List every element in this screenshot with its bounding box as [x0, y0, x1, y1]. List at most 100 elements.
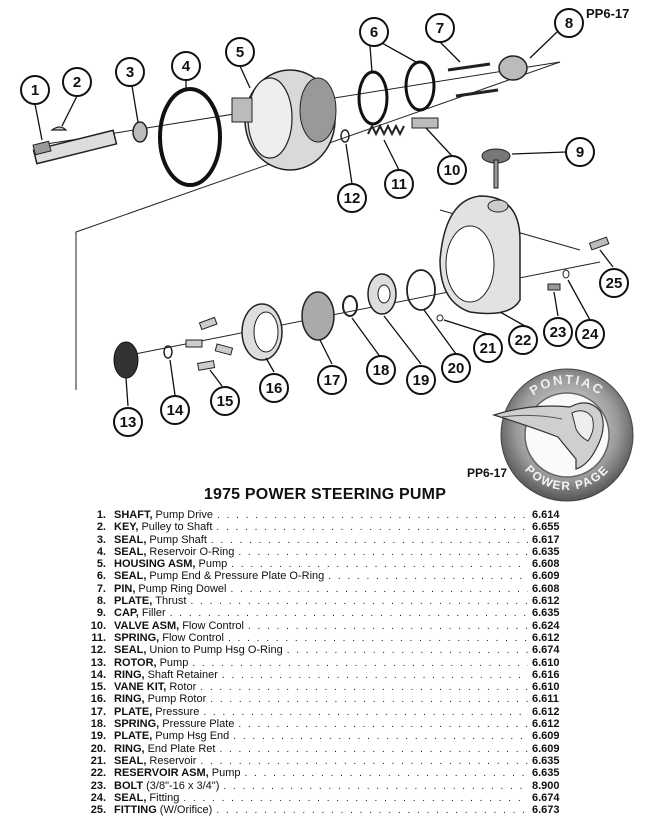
parts-list-row: 13.ROTOR,Pump6.610 — [86, 657, 576, 669]
leader-dots — [190, 596, 528, 608]
callout-label-15: 15 — [217, 393, 234, 410]
callout-label-3: 3 — [126, 64, 134, 81]
callout-2 — [62, 67, 92, 97]
part-20-ring — [406, 269, 436, 311]
part-description: Pressure — [155, 705, 200, 718]
part-12-oring — [340, 129, 350, 143]
part-8-thrust-plate — [498, 55, 528, 81]
part-group-number: 6.614 — [532, 509, 560, 521]
part-name: SPRING, — [114, 718, 160, 731]
part-group-number: 6.635 — [532, 754, 560, 767]
parts-list-row: 16.RING,Pump Rotor6.611 — [86, 693, 576, 705]
parts-list-row: 21.SEAL,Reservoir6.635 — [86, 755, 576, 767]
parts-list-row: 11.SPRING,Flow Control6.612 — [86, 632, 576, 644]
page-id-mid: PP6-17 — [467, 466, 508, 480]
leader-dots — [203, 707, 528, 719]
part-description: Reservoir O-Ring — [149, 545, 235, 558]
part-number: 2. — [96, 521, 106, 534]
part-name: CAP, — [114, 607, 139, 620]
part-group-number: 6.608 — [532, 582, 560, 595]
part-number: 8. — [96, 595, 106, 608]
part-number: 17. — [90, 705, 106, 718]
leader-dots — [233, 731, 528, 743]
leader-dots — [238, 547, 528, 559]
part-number: 18. — [90, 718, 106, 731]
part-name: RESERVOIR ASM, — [114, 767, 209, 780]
leader-dots — [217, 510, 528, 522]
part-description: Thrust — [155, 595, 187, 608]
callout-10 — [437, 155, 467, 185]
parts-list-row: 10.VALVE ASM,Flow Control6.624 — [86, 620, 576, 632]
parts-list-row: 6.SEAL,Pump End & Pressure Plate O-Ring6… — [86, 570, 576, 582]
callout-label-8: 8 — [565, 15, 573, 32]
callout-24 — [575, 319, 605, 349]
leader-dots — [200, 756, 528, 768]
leader-dots — [230, 584, 528, 596]
part-description: Pump — [211, 767, 241, 780]
leader-dots — [245, 768, 529, 780]
callout-label-25: 25 — [606, 275, 623, 292]
callout-label-19: 19 — [413, 372, 430, 389]
leader-dots — [287, 645, 528, 657]
leader-dots — [222, 670, 528, 682]
callout-9 — [565, 137, 595, 167]
part-description: Pump Hsg End — [155, 730, 230, 743]
part-group-number: 6.624 — [532, 619, 560, 632]
part-description: Flow Control — [162, 631, 224, 644]
part-group-number: 6.611 — [532, 693, 559, 706]
part-group-number: 6.610 — [532, 681, 560, 694]
part-name: BOLT — [114, 779, 144, 792]
part-description: Pump Shaft — [149, 533, 207, 546]
part-name: SEAL, — [114, 570, 147, 583]
part-17-pressure-plate — [301, 291, 335, 341]
part-group-number: 6.612 — [532, 595, 560, 608]
callout-11 — [384, 169, 414, 199]
callout-label-1: 1 — [31, 82, 39, 99]
part-name: SEAL, — [114, 644, 147, 657]
part-number: 16. — [90, 693, 106, 706]
callout-label-12: 12 — [344, 190, 361, 207]
part-number: 25. — [90, 804, 106, 817]
part-group-number: 6.617 — [532, 533, 560, 546]
callout-label-10: 10 — [444, 162, 461, 179]
pontiac-power-page-emblem: PONTIAC POWER PAGE — [492, 368, 634, 502]
part-name: SHAFT, — [114, 509, 153, 521]
parts-list-row: 5.HOUSING ASM,Pump6.608 — [86, 558, 576, 570]
callout-8 — [554, 8, 584, 38]
part-number: 15. — [90, 681, 106, 694]
part-4-oring — [158, 87, 222, 187]
callout-label-20: 20 — [448, 360, 465, 377]
part-description: Fitting — [149, 791, 180, 804]
part-25-fitting — [588, 236, 610, 251]
callout-3 — [115, 57, 145, 87]
part-5-housing — [231, 69, 337, 171]
part-number: 21. — [90, 754, 106, 767]
chief-head-icon — [492, 402, 604, 470]
part-23-bolt — [547, 283, 561, 291]
page-title: 1975 POWER STEERING PUMP — [203, 486, 447, 503]
part-name: HOUSING ASM, — [114, 558, 196, 571]
part-name: RING, — [114, 693, 145, 706]
part-6-oring-a — [357, 70, 389, 126]
part-description: Pump End & Pressure Plate O-Ring — [149, 570, 325, 583]
part-name: FITTING — [114, 804, 157, 817]
part-number: 24. — [90, 791, 106, 804]
parts-list-row: 4.SEAL,Reservoir O-Ring6.635 — [86, 546, 576, 558]
part-14-retainer — [163, 345, 173, 359]
parts-list-row: 1.SHAFT,Pump Drive6.614 — [86, 509, 576, 521]
callout-5 — [225, 37, 255, 67]
leader-dots — [248, 621, 528, 633]
parts-list-row: 15.VANE KIT,Rotor6.610 — [86, 681, 576, 693]
exploded-view-diagram: 1 2 3 4 5 6 7 8 9 10 11 12 13 14 15 16 1… — [20, 8, 629, 437]
part-name: RING, — [114, 668, 145, 681]
part-18-spring — [342, 295, 358, 317]
part-name: ROTOR, — [114, 656, 157, 669]
leader-dots — [211, 535, 528, 547]
part-16-pump-ring — [241, 303, 283, 361]
parts-list-row: 20.RING,End Plate Ret6.609 — [86, 743, 576, 755]
callout-25 — [599, 268, 629, 298]
callout-19 — [406, 365, 436, 395]
part-number: 4. — [96, 545, 106, 558]
callout-17 — [317, 365, 347, 395]
